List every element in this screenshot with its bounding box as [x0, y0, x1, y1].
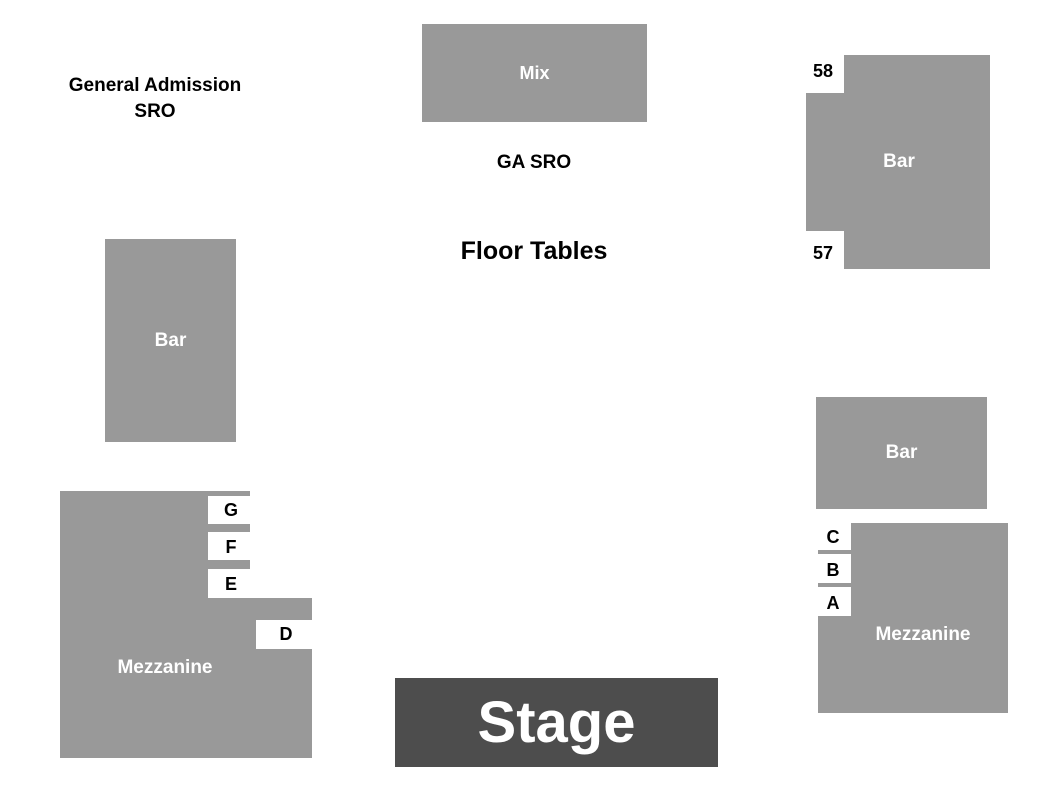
row-d-notch [256, 620, 312, 649]
bar-left-section[interactable]: Bar [105, 239, 236, 442]
row-d-label[interactable]: D [279, 623, 293, 644]
seat-57-label[interactable]: 57 [812, 242, 834, 263]
seat-58-notch [806, 55, 844, 93]
row-a-label[interactable]: A [826, 592, 840, 613]
seat-57-notch [806, 231, 844, 269]
bar-right-top-label: Bar [883, 151, 915, 172]
bar-right-top-section[interactable]: Bar [806, 55, 990, 269]
bar-right-bottom-section[interactable]: Bar [816, 397, 987, 509]
row-c-label[interactable]: C [826, 526, 840, 547]
general-admission-line1: General Admission [68, 75, 242, 96]
seat-58-label[interactable]: 58 [812, 60, 834, 81]
row-b-label[interactable]: B [826, 559, 840, 580]
row-f-notch [208, 532, 250, 560]
mezzanine-right-label: Mezzanine [875, 624, 971, 645]
row-e-label[interactable]: E [224, 573, 237, 594]
row-f-label[interactable]: F [225, 536, 237, 557]
general-admission-line2: SRO [134, 101, 176, 122]
general-admission-sro-label: General Admission SRO [40, 73, 270, 125]
mezzanine-left-section[interactable]: Mezzanine [60, 491, 312, 758]
bar-right-bottom-label: Bar [885, 442, 918, 463]
mezzanine-left-label: Mezzanine [117, 657, 213, 678]
mezzanine-right-cut [818, 523, 851, 616]
mezzanine-right-section[interactable]: Mezzanine [818, 523, 1008, 713]
row-e-notch [208, 569, 250, 598]
bar-left-label: Bar [154, 329, 187, 351]
stage-label: Stage [477, 689, 636, 755]
row-b-separator [818, 583, 851, 587]
ga-sro-label: GA SRO [496, 152, 572, 173]
row-c-separator [818, 550, 851, 554]
floor-tables-label: Floor Tables [460, 236, 608, 265]
mix-section[interactable]: Mix [422, 24, 647, 122]
row-g-label[interactable]: G [223, 499, 238, 520]
mix-label: Mix [519, 62, 550, 83]
row-g-notch [208, 496, 250, 524]
mezzanine-left-cut [250, 491, 312, 598]
stage-section[interactable]: Stage [395, 678, 718, 767]
